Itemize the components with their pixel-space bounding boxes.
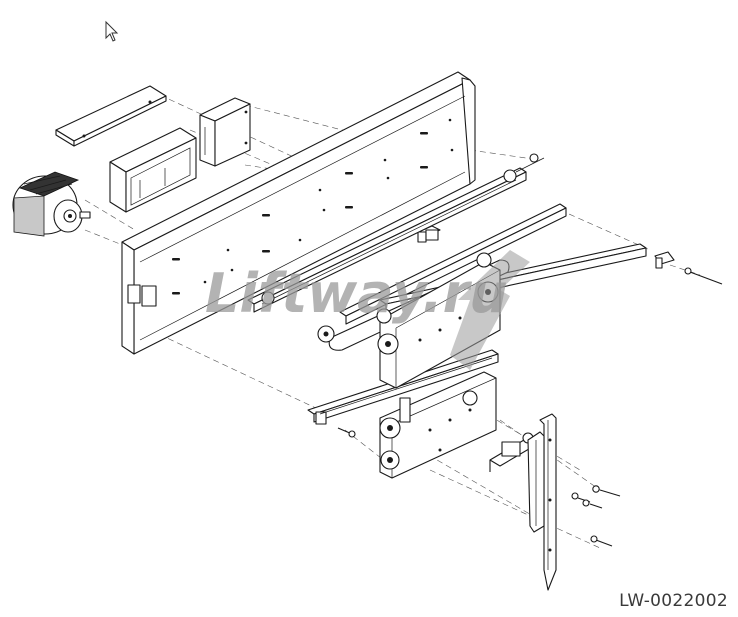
header-beam	[121, 71, 476, 355]
back-panel	[199, 97, 251, 167]
top-cover-plate	[55, 85, 167, 147]
screw-3	[582, 499, 603, 509]
screw-1	[592, 485, 621, 497]
upper-rail	[247, 153, 545, 313]
center-bracket	[417, 225, 441, 243]
drawing-code: LW-0022002	[619, 591, 728, 611]
vertical-lever	[527, 413, 557, 591]
lower-hanger-plate	[379, 371, 497, 479]
watermark: Liftway.ru	[205, 250, 530, 370]
watermark-text: Liftway.ru	[205, 262, 508, 325]
mouse-cursor-icon	[105, 20, 119, 42]
end-bracket	[654, 251, 675, 269]
screw-2	[571, 492, 591, 503]
watermark-arrow-icon	[450, 250, 530, 370]
screw-4	[590, 535, 613, 547]
fasteners	[337, 427, 621, 547]
door-lock	[489, 432, 535, 472]
screw-left	[337, 427, 356, 438]
control-box	[109, 127, 197, 213]
long-bolt	[684, 267, 723, 285]
beam-holes	[172, 118, 454, 295]
drive-motor	[12, 171, 91, 237]
